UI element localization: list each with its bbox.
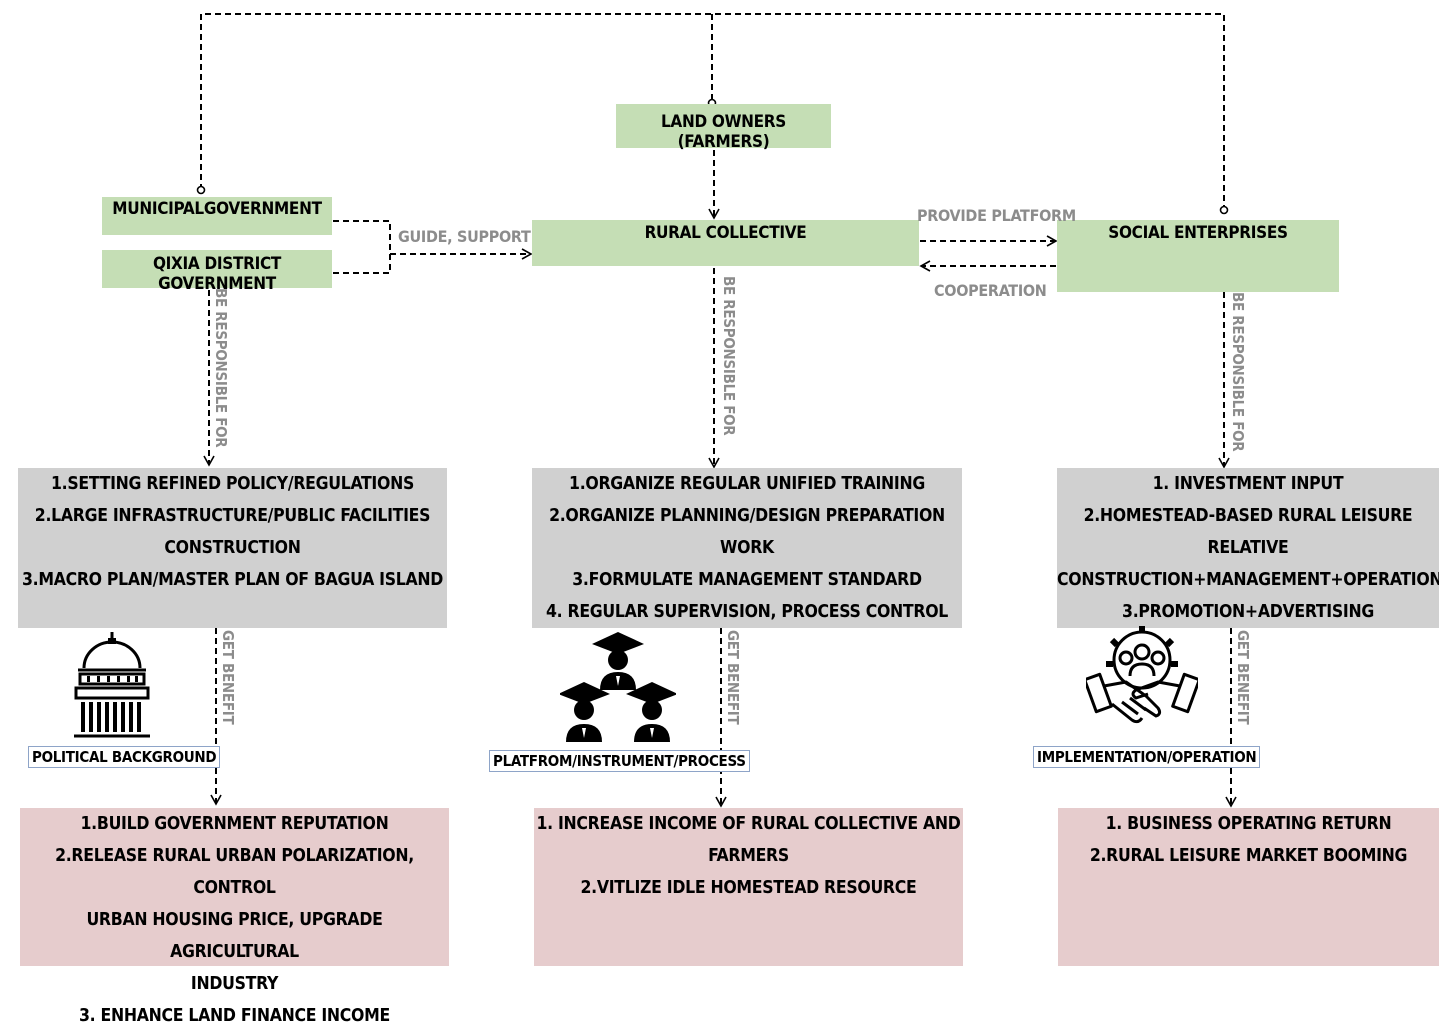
qixia-government-box: QIXIA DISTRICT GOVERNMENT xyxy=(102,250,332,294)
responsibility-item: 2.LARGE INFRASTRUCTURE/PUBLIC FACILITIES xyxy=(34,506,431,526)
collective-benefits-box: 1. INCREASE INCOME OF RURAL COLLECTIVE A… xyxy=(534,808,963,966)
enterprises-connector-dot xyxy=(1219,205,1229,215)
responsibility-item: 1.SETTING REFINED POLICY/REGULATIONS xyxy=(51,474,414,494)
top-link-line xyxy=(200,13,1225,206)
responsibility-item: 3.MACRO PLAN/MASTER PLAN OF BAGUA ISLAND xyxy=(22,570,443,590)
responsibility-item: 2.ORGANIZE PLANNING/DESIGN PREPARATION W… xyxy=(549,506,945,558)
gov-benefit-label: GET BENEFIT xyxy=(219,630,237,725)
municipal-government-box: MUNICIPALGOVERNMENT xyxy=(102,197,332,235)
benefit-item: 1. INCREASE INCOME OF RURAL COLLECTIVE A… xyxy=(536,814,961,834)
benefit-item: 2.VITLIZE IDLE HOMESTEAD RESOURCE xyxy=(580,878,917,898)
social-enterprises-box: SOCIAL ENTERPRISES xyxy=(1057,220,1339,292)
government-benefits-box: 1.BUILD GOVERNMENT REPUTATION 2.RELEASE … xyxy=(20,808,449,1026)
responsibility-item: 2.HOMESTEAD-BASED RURAL LEISURE RELATIVE xyxy=(1083,506,1413,558)
benefit-item: 1.BUILD GOVERNMENT REPUTATION xyxy=(80,814,389,834)
provide-platform-label: PROVIDE PLATFORM xyxy=(917,206,1076,225)
enterprises-responsibilities-box: 1. INVESTMENT INPUT 2.HOMESTEAD-BASED RU… xyxy=(1057,468,1439,628)
capitol-building-icon xyxy=(74,632,150,738)
responsibility-item: 1.ORGANIZE REGULAR UNIFIED TRAINING xyxy=(569,474,925,494)
government-responsibilities-box: 1.SETTING REFINED POLICY/REGULATIONS 2.L… xyxy=(18,468,447,628)
responsibility-item: 1. INVESTMENT INPUT xyxy=(1152,474,1344,494)
collective-responsibilities-box: 1.ORGANIZE REGULAR UNIFIED TRAINING 2.OR… xyxy=(532,468,962,628)
municipal-government-label: MUNICIPALGOVERNMENT xyxy=(112,199,322,219)
benefit-item: 2.RELEASE RURAL URBAN POLARIZATION, CONT… xyxy=(55,846,414,898)
ent-benefit-label: GET BENEFIT xyxy=(1234,630,1252,725)
connector-lines xyxy=(196,13,1237,808)
col-responsible-label: BE RESPONSIBLE FOR xyxy=(720,276,738,436)
responsibility-item: CONSTRUCTION xyxy=(164,538,301,558)
implementation-operation-tag: IMPLEMENTATION/OPERATION xyxy=(1033,746,1261,768)
qixia-government-label: QIXIA DISTRICT GOVERNMENT xyxy=(152,254,282,294)
responsibility-item: 3.PROMOTION+ADVERTISING xyxy=(1122,602,1374,622)
land-owners-label: LAND OWNERS (FARMERS) xyxy=(660,112,787,152)
guide-support-label: GUIDE, SUPPORT xyxy=(398,227,531,246)
responsibility-item: 4. REGULAR SUPERVISION, PROCESS CONTROL xyxy=(545,602,949,622)
platform-instrument-process-tag: PLATFROM/INSTRUMENT/PROCESS xyxy=(489,750,750,772)
graduates-icon xyxy=(560,632,676,742)
municipal-connector-dot xyxy=(196,185,206,195)
rural-collective-label: RURAL COLLECTIVE xyxy=(644,223,807,243)
benefit-item: INDUSTRY xyxy=(190,974,279,994)
rural-collective-box: RURAL COLLECTIVE xyxy=(532,220,919,266)
ent-responsible-label: BE RESPONSIBLE FOR xyxy=(1229,292,1247,452)
government-bracket xyxy=(333,220,391,274)
political-background-tag: POLITICAL BACKGROUND xyxy=(28,746,221,768)
responsibility-item: CONSTRUCTION+MANAGEMENT+OPERATION xyxy=(1057,570,1439,590)
social-enterprises-label: SOCIAL ENTERPRISES xyxy=(1108,223,1288,243)
col-benefit-label: GET BENEFIT xyxy=(724,630,742,725)
responsibility-item: 3.FORMULATE MANAGEMENT STANDARD xyxy=(572,570,922,590)
benefit-item: URBAN HOUSING PRICE, UPGRADE AGRICULTURA… xyxy=(86,910,383,962)
benefit-item: 3. ENHANCE LAND FINANCE INCOME xyxy=(79,1006,390,1026)
cooperation-label: COOPERATION xyxy=(934,281,1047,300)
handshake-gear-icon xyxy=(1086,626,1198,724)
benefit-item: 2.RURAL LEISURE MARKET BOOMING xyxy=(1089,846,1408,866)
enterprises-benefits-box: 1. BUSINESS OPERATING RETURN 2.RURAL LEI… xyxy=(1058,808,1439,966)
land-owners-box: LAND OWNERS (FARMERS) xyxy=(616,104,831,152)
gov-responsible-label: BE RESPONSIBLE FOR xyxy=(212,288,230,448)
benefit-item: FARMERS xyxy=(708,846,789,866)
benefit-item: 1. BUSINESS OPERATING RETURN xyxy=(1105,814,1392,834)
